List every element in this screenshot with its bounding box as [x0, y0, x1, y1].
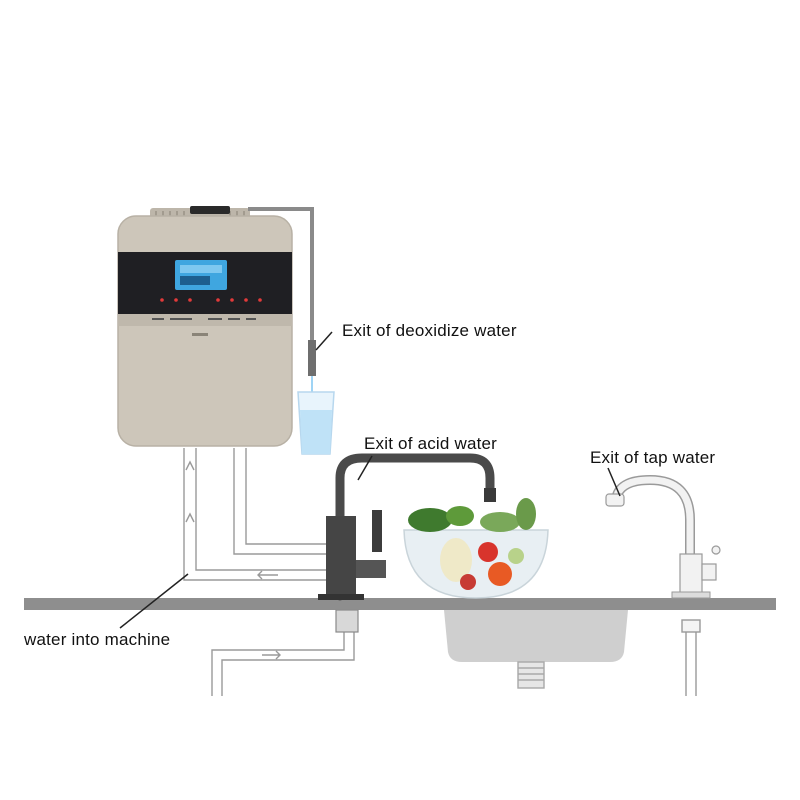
supply-pipe-outer [211, 626, 345, 696]
lettuce [408, 508, 452, 532]
leader-deoxidize [315, 331, 333, 351]
tap-supply-pipe [681, 619, 701, 696]
label-tap-water-exit: Exit of tap water [590, 448, 716, 467]
glass-water-fill [300, 410, 332, 454]
callout-leader-lines [119, 331, 621, 629]
tap-handle [701, 563, 717, 581]
faucet-spout [335, 453, 495, 601]
cabbage [440, 538, 472, 582]
glass-bowl [403, 529, 549, 599]
deoxidize-outlet-pipe [248, 207, 314, 372]
greens [480, 512, 520, 532]
water-ionizer-machine [117, 206, 293, 447]
lcd-readout-line [180, 265, 222, 273]
supply-pipe-inner [221, 626, 355, 696]
tap-base [671, 591, 711, 599]
faucet-connector [335, 609, 359, 633]
deoxidize-water-outlet [248, 207, 335, 455]
under-counter-plumbing [211, 626, 355, 696]
leader-inlet [119, 573, 189, 629]
orange-vegetable [488, 562, 512, 586]
tomato [478, 542, 498, 562]
acid-water-faucet [318, 453, 496, 601]
tap-aerator [605, 493, 625, 507]
sink-drain-pipe [517, 661, 545, 689]
leader-tap [607, 467, 621, 497]
machine-button-strip [118, 314, 292, 326]
machine-button-text-marks [152, 318, 256, 320]
indicator-lights [160, 298, 262, 302]
acid-pipe-inner [245, 448, 330, 545]
machine-body [117, 215, 293, 447]
inlet-pipe-inner [195, 448, 330, 571]
inlet-pipe-outer [183, 448, 330, 581]
faucet-pipe-join [356, 560, 386, 578]
label-acid-water-exit: Exit of acid water [364, 434, 498, 453]
lcd-display [175, 260, 227, 290]
inlet-flow-arrows [185, 460, 278, 580]
up-arrow-icon [185, 460, 195, 471]
green-vegetable [508, 548, 524, 564]
tap-handle-knob [711, 545, 721, 555]
faucet-base [318, 594, 364, 600]
sink-basin [444, 610, 628, 689]
label-deoxidize-water-exit: Exit of deoxidize water [342, 321, 517, 340]
sink-bowl [444, 610, 628, 662]
tap-body [679, 553, 703, 597]
faucet-body [326, 516, 356, 598]
up-arrow-icon [185, 512, 195, 523]
tap-water-faucet [605, 474, 721, 599]
label-water-into-machine: water into machine [24, 630, 171, 649]
vegetable-bowl [403, 498, 549, 599]
left-arrow-icon [257, 570, 278, 580]
tap-spout [612, 476, 694, 596]
right-arrow-icon [262, 650, 281, 660]
lettuce [446, 506, 474, 526]
lcd-digits [180, 276, 210, 285]
machine-logo-mark [192, 333, 208, 336]
tap-spout-outline [611, 474, 695, 597]
machine-top-handle [190, 206, 230, 214]
leader-acid [357, 455, 373, 481]
tomato [460, 574, 476, 590]
machine-pipes [183, 448, 330, 581]
faucet-tip [484, 488, 496, 502]
deoxidize-nozzle [308, 340, 316, 376]
greens [516, 498, 536, 530]
acid-pipe-outer [233, 448, 330, 555]
faucet-lever [372, 510, 382, 552]
countertop [24, 598, 776, 610]
